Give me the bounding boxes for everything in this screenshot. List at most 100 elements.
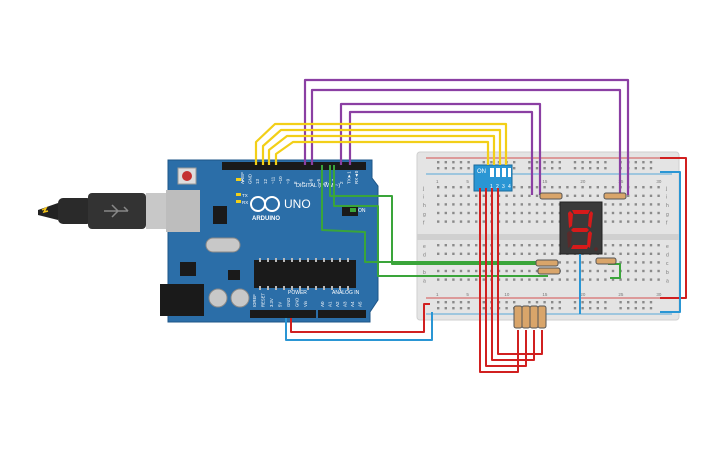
breadboard-hole (551, 220, 554, 223)
breadboard-hole (505, 203, 508, 206)
breadboard-hole (596, 161, 599, 164)
breadboard-hole (611, 186, 615, 189)
breadboard-hole (520, 269, 523, 273)
row-letter-right: h (666, 203, 669, 209)
breadboard-hole (444, 278, 447, 281)
column-number-bottom: 30 (656, 292, 662, 297)
breadboard-hole (581, 269, 584, 273)
breadboard-hole (459, 278, 463, 281)
digital-header-label: DIGITAL (PWM ~) (296, 183, 340, 189)
breadboard-hole (543, 186, 546, 189)
breadboard-hole (634, 194, 637, 197)
row-letter-right: d (666, 253, 669, 259)
breadboard-hole (604, 244, 607, 247)
digital-pin-label: ~9 (286, 178, 291, 184)
breadboard-hole (543, 244, 546, 247)
breadboard-hole (596, 307, 599, 310)
breadboard-hole (627, 301, 630, 304)
breadboard-hole (596, 194, 599, 197)
breadboard-hole (482, 278, 485, 281)
breadboard-hole (452, 161, 455, 164)
breadboard-hole (459, 211, 463, 215)
breadboard-hole (649, 307, 653, 310)
breadboard-hole (513, 161, 516, 164)
breadboard-hole (505, 194, 508, 197)
breadboard-hole (596, 269, 599, 273)
breadboard-hole (543, 161, 546, 164)
row-letter-right: a (666, 278, 669, 284)
breadboard-hole (589, 278, 592, 281)
row-letter-left: e (423, 244, 426, 250)
row-letter-left: a (423, 278, 426, 284)
breadboard-hole (528, 194, 531, 197)
row-letter-right: g (666, 212, 669, 218)
breadboard-hole (444, 307, 447, 310)
breadboard-hole (482, 161, 485, 164)
breadboard-hole (535, 186, 539, 189)
breadboard-hole (604, 278, 607, 281)
red-wires (290, 157, 687, 373)
breadboard-hole (657, 244, 660, 247)
breadboard-hole (467, 307, 470, 310)
breadboard-hole (634, 269, 637, 273)
breadboard-hole (482, 252, 485, 255)
digital-pin-label: ~11 (270, 176, 275, 184)
purple-wires (303, 78, 630, 195)
breadboard-hole (642, 194, 645, 197)
breadboard-hole (535, 167, 539, 170)
breadboard-hole (604, 220, 607, 223)
breadboard-hole (573, 194, 577, 197)
breadboard-hole (520, 186, 523, 189)
breadboard-hole (642, 269, 645, 273)
breadboard-hole (505, 211, 508, 215)
breadboard-hole (551, 307, 554, 310)
breadboard-hole (558, 186, 561, 189)
breadboard-hole (535, 220, 539, 223)
row-letter-left: f (423, 220, 425, 226)
breadboard-hole (642, 211, 645, 215)
row-letter-right: b (666, 270, 669, 276)
breadboard-hole (475, 220, 478, 223)
power-header-label: POWER (288, 290, 307, 296)
breadboard-hole (551, 301, 554, 304)
power-pin-label: RESET (261, 293, 266, 307)
arduino-model-text: UNO (284, 197, 311, 211)
breadboard-hole (452, 167, 455, 170)
breadboard-hole (535, 269, 539, 273)
breadboard-hole (444, 194, 447, 197)
breadboard-hole (589, 307, 592, 310)
breadboard-hole (513, 244, 516, 247)
breadboard-hole (467, 269, 470, 273)
breadboard-hole (452, 203, 455, 206)
breadboard-hole (558, 167, 561, 170)
analog-pin-label: A1 (328, 301, 333, 307)
breadboard-hole (573, 261, 577, 264)
breadboard-hole (649, 269, 653, 273)
breadboard-hole (627, 252, 630, 255)
breadboard-hole (520, 252, 523, 255)
breadboard-hole (642, 167, 645, 170)
breadboard-hole (634, 161, 637, 164)
breadboard-hole (611, 252, 615, 255)
breadboard-hole (551, 161, 554, 164)
breadboard-hole (528, 244, 531, 247)
breadboard-hole (437, 161, 440, 164)
breadboard-hole (459, 252, 463, 255)
breadboard-hole (520, 211, 523, 215)
column-number-bottom: 1 (436, 292, 439, 297)
breadboard-hole (444, 161, 447, 164)
digital-pin-label: RX◄0 (354, 170, 359, 184)
breadboard-hole (543, 203, 546, 206)
digital-pin-label: ~5 (316, 178, 321, 184)
breadboard-hole (619, 301, 622, 304)
breadboard-hole (459, 220, 463, 223)
breadboard-hole (535, 301, 539, 304)
breadboard-hole (482, 269, 485, 273)
breadboard-hole (619, 252, 622, 255)
breadboard-hole (581, 194, 584, 197)
breadboard-hole (437, 220, 440, 223)
digital-pin-label: ~10 (278, 176, 283, 184)
breadboard-hole (459, 301, 463, 304)
